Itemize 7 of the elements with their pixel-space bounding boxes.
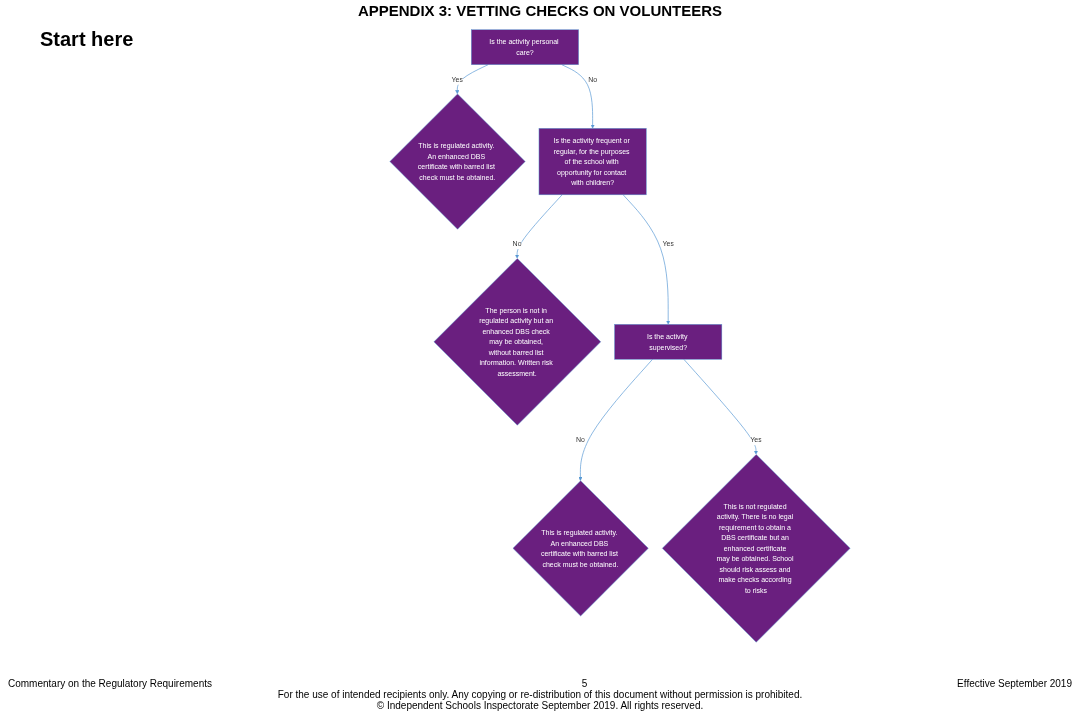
footer-text: 5 [581,678,588,689]
start-label: Start here [40,28,134,51]
footer-text: Commentary on the Regulatory Requirements [8,678,212,689]
footer-note: © Independent Schools Inspectorate September 2019. All rights reserved. [376,700,704,711]
footer-note: For the use of intended recipients only. Any copying or re-distribution of this document without permission is prohibited. [277,689,803,700]
page-title: APPENDIX 3: VETTING CHECKS ON VOLUNTEERS [356,2,724,19]
footer-text: Effective September 2019 [957,678,1072,689]
